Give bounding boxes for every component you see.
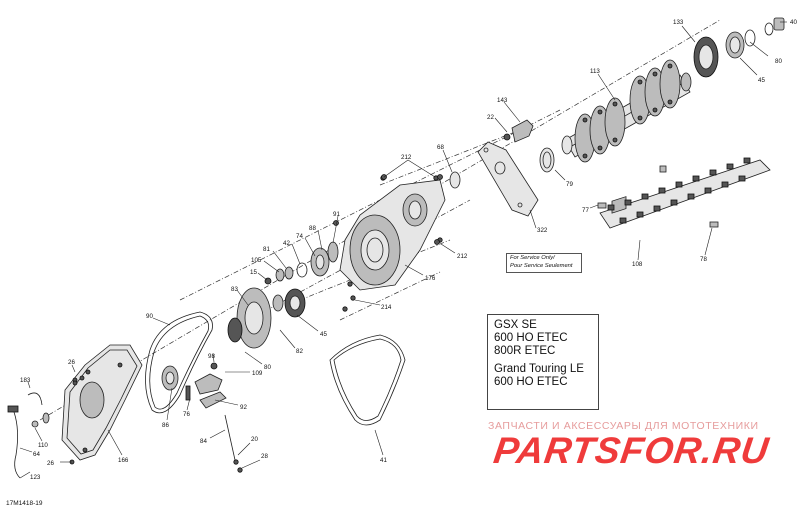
chain-tensioner — [161, 362, 227, 409]
o-ring — [449, 171, 461, 189]
part-label: 108 — [632, 261, 643, 268]
part-label: 109 — [252, 370, 263, 377]
right-bearing-group — [693, 17, 785, 78]
cover-gasket — [329, 334, 406, 426]
part-label: 123 — [30, 474, 41, 481]
part-label: 82 — [296, 348, 303, 355]
part-label: 166 — [118, 457, 129, 464]
part-label: 176 — [425, 275, 436, 282]
part-label: 84 — [200, 438, 207, 445]
seal-ring — [539, 147, 555, 173]
part-label: 143 — [497, 97, 508, 104]
model-line: 600 HO ETEC — [494, 376, 568, 388]
service-note-line: For Service Only/ — [510, 255, 555, 261]
watermark-logo: PARTSFOR.RU — [491, 430, 772, 471]
bracket-and-nut — [503, 119, 534, 143]
part-label: 212 — [401, 154, 412, 161]
part-label: 22 — [487, 114, 494, 121]
part-label: 40 — [790, 19, 797, 26]
part-label: 42 — [283, 240, 290, 247]
model-line: GSX SE — [494, 319, 537, 331]
service-note: For Service Only/ Pour Service Seulement — [506, 253, 582, 273]
part-label: 64 — [33, 451, 40, 458]
part-label: 79 — [566, 181, 573, 188]
part-label: 28 — [261, 453, 268, 460]
part-label: 80 — [264, 364, 271, 371]
model-line: Grand Touring LE — [494, 363, 584, 375]
leader-lines — [19, 21, 787, 479]
part-label: 76 — [183, 411, 190, 418]
model-line: 600 HO ETEC — [494, 332, 568, 344]
part-label: 80 — [775, 58, 782, 65]
part-label: 88 — [309, 225, 316, 232]
drive-chain — [145, 311, 213, 414]
diagram-reference-code: 17M1418-19 — [6, 500, 43, 507]
part-label: 74 — [296, 233, 303, 240]
part-label: 110 — [38, 442, 48, 449]
chaincase-housing — [339, 175, 446, 312]
part-label: 98 — [208, 353, 215, 360]
part-label: 90 — [146, 313, 153, 320]
model-applicability-box: GSX SE 600 HO ETEC 800R ETEC Grand Touri… — [487, 314, 599, 410]
part-label: 68 — [437, 144, 444, 151]
part-label: 78 — [700, 256, 707, 263]
chaincase-cover — [61, 344, 143, 461]
part-label: 91 — [333, 211, 340, 218]
part-label: 81 — [263, 246, 270, 253]
service-plate — [477, 141, 539, 217]
part-label: 322 — [537, 227, 548, 234]
part-label: 105 — [251, 257, 262, 264]
service-note-line: Pour Service Seulement — [510, 262, 573, 269]
model-line: 800R ETEC — [494, 345, 556, 357]
dipstick-tube — [7, 375, 85, 479]
lower-sprocket-stack — [227, 287, 306, 349]
adjuster-rod — [224, 414, 243, 473]
part-label: 41 — [380, 457, 387, 464]
part-label: 212 — [457, 253, 468, 260]
part-label: 183 — [20, 377, 31, 384]
upper-sprocket-stack — [264, 241, 339, 285]
track-rail — [597, 157, 771, 229]
part-label: 45 — [320, 331, 327, 338]
part-number-labels: 133 40 80 45 113 143 22 68 79 212 212 32… — [20, 19, 797, 481]
bolts — [333, 174, 443, 245]
part-label: 15 — [250, 269, 257, 276]
part-label: 92 — [240, 404, 247, 411]
watermark-tagline: ЗАПЧАСТИ И АКСЕССУАРЫ ДЛЯ МОТОТЕХНИКИ — [488, 420, 759, 432]
part-label: 26 — [68, 359, 75, 366]
part-label: 83 — [231, 286, 238, 293]
part-label: 26 — [47, 460, 54, 467]
part-label: 77 — [582, 207, 589, 214]
drive-shaft-assembly — [561, 59, 692, 163]
part-label: 133 — [673, 19, 684, 26]
part-label: 113 — [590, 68, 600, 75]
part-label: 86 — [162, 422, 169, 429]
part-label: 45 — [758, 77, 765, 84]
part-label: 214 — [381, 304, 392, 311]
part-label: 20 — [251, 436, 258, 443]
